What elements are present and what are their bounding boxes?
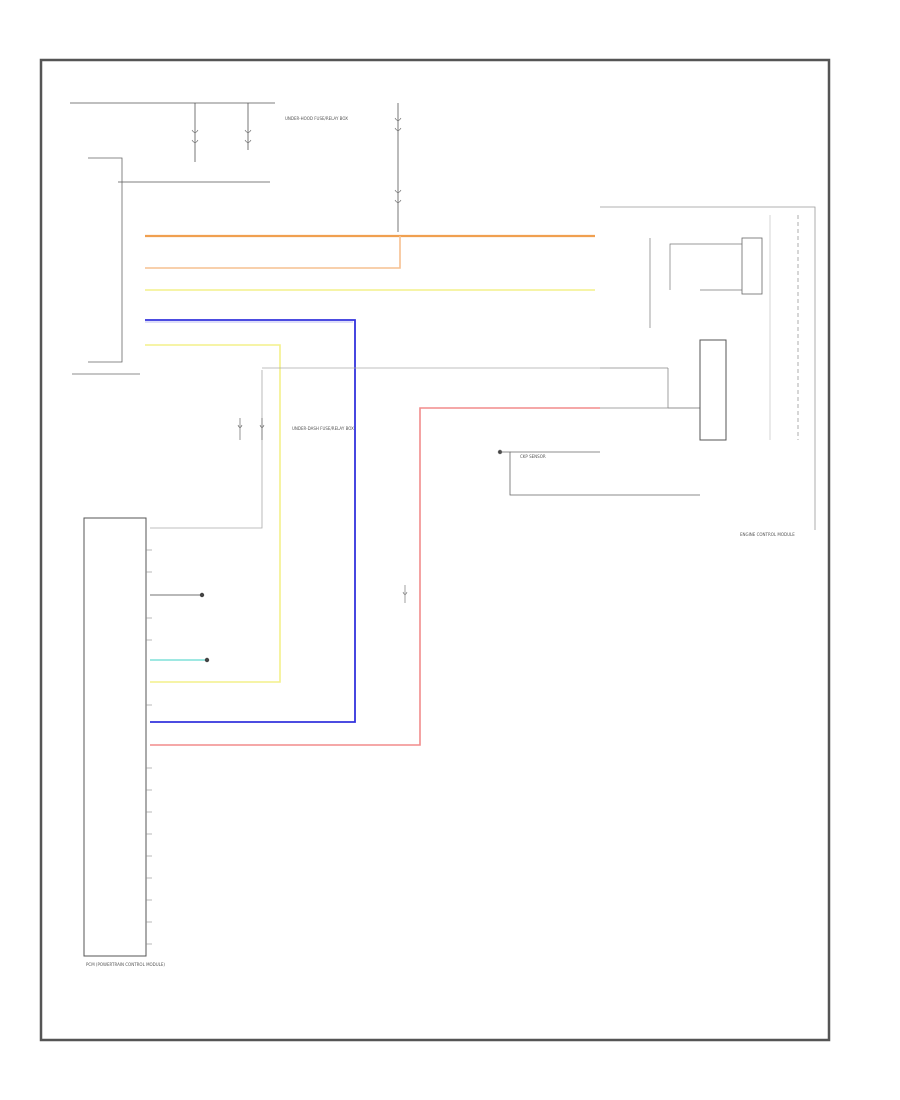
module-small-box: [741, 237, 763, 295]
mid-junction: [237, 418, 265, 440]
orange-wires: [145, 234, 595, 269]
label-junction-top: UNDER-HOOD FUSE/RELAY BOX: [285, 116, 348, 121]
blue-wire: [145, 319, 356, 723]
module-connector-box: [699, 339, 727, 441]
yellow-wires: [145, 289, 595, 683]
module-internal-wires: [649, 238, 742, 328]
diagram-frame: [39, 58, 831, 1042]
tiny-labels: ENGINE CONTROL MODULE PCM (POWERTRAIN CO…: [86, 116, 795, 967]
pcm-pin-drop: [150, 592, 210, 663]
orange-wire-branch: [145, 236, 401, 269]
label-engine-control-module: ENGINE CONTROL MODULE: [740, 532, 795, 537]
left-connector-block: [72, 157, 140, 375]
red-wire: [150, 407, 600, 746]
sensor-drop: [497, 449, 700, 496]
label-sensor: CKP SENSOR: [520, 454, 546, 459]
engine-control-module-outline: [600, 206, 816, 530]
label-junction-mid: UNDER-DASH FUSE/RELAY BOX: [292, 426, 354, 431]
fuse-symbols: [191, 117, 402, 203]
top-power-feed: [70, 102, 399, 232]
red-wire-junction: [402, 585, 408, 603]
label-pcm: PCM (POWERTRAIN CONTROL MODULE): [86, 962, 165, 967]
right-wire-stubs: [600, 367, 700, 409]
gray-wires: [150, 367, 600, 529]
pcm-module-box: [83, 517, 147, 957]
yellow-wire-down: [145, 344, 281, 683]
pcm-pin-stubs: [146, 549, 152, 945]
